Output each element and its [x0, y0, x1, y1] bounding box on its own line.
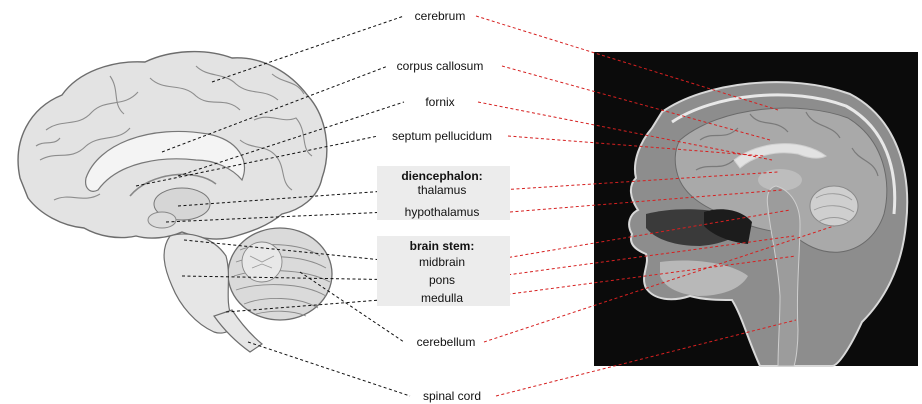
- label-fornix: fornix: [425, 95, 454, 109]
- labels: cerebrum corpus callosum fornix septum p…: [392, 9, 492, 403]
- brain-illustration: [18, 52, 332, 352]
- label-pons: pons: [429, 273, 455, 287]
- label-medulla: medulla: [421, 291, 463, 305]
- label-midbrain: midbrain: [419, 255, 465, 269]
- label-diencephalon-header: diencephalon:: [401, 169, 482, 183]
- label-corpus-callosum: corpus callosum: [397, 59, 484, 73]
- label-brain-stem-header: brain stem:: [410, 239, 475, 253]
- label-thalamus: thalamus: [418, 183, 467, 197]
- label-septum-pellucidum: septum pellucidum: [392, 129, 492, 143]
- label-cerebellum: cerebellum: [417, 335, 476, 349]
- cerebellum-illustration: [228, 228, 332, 320]
- label-hypothalamus: hypothalamus: [405, 205, 480, 219]
- mri-scan: [594, 52, 918, 366]
- label-spinal-cord: spinal cord: [423, 389, 481, 403]
- label-cerebrum: cerebrum: [415, 9, 466, 23]
